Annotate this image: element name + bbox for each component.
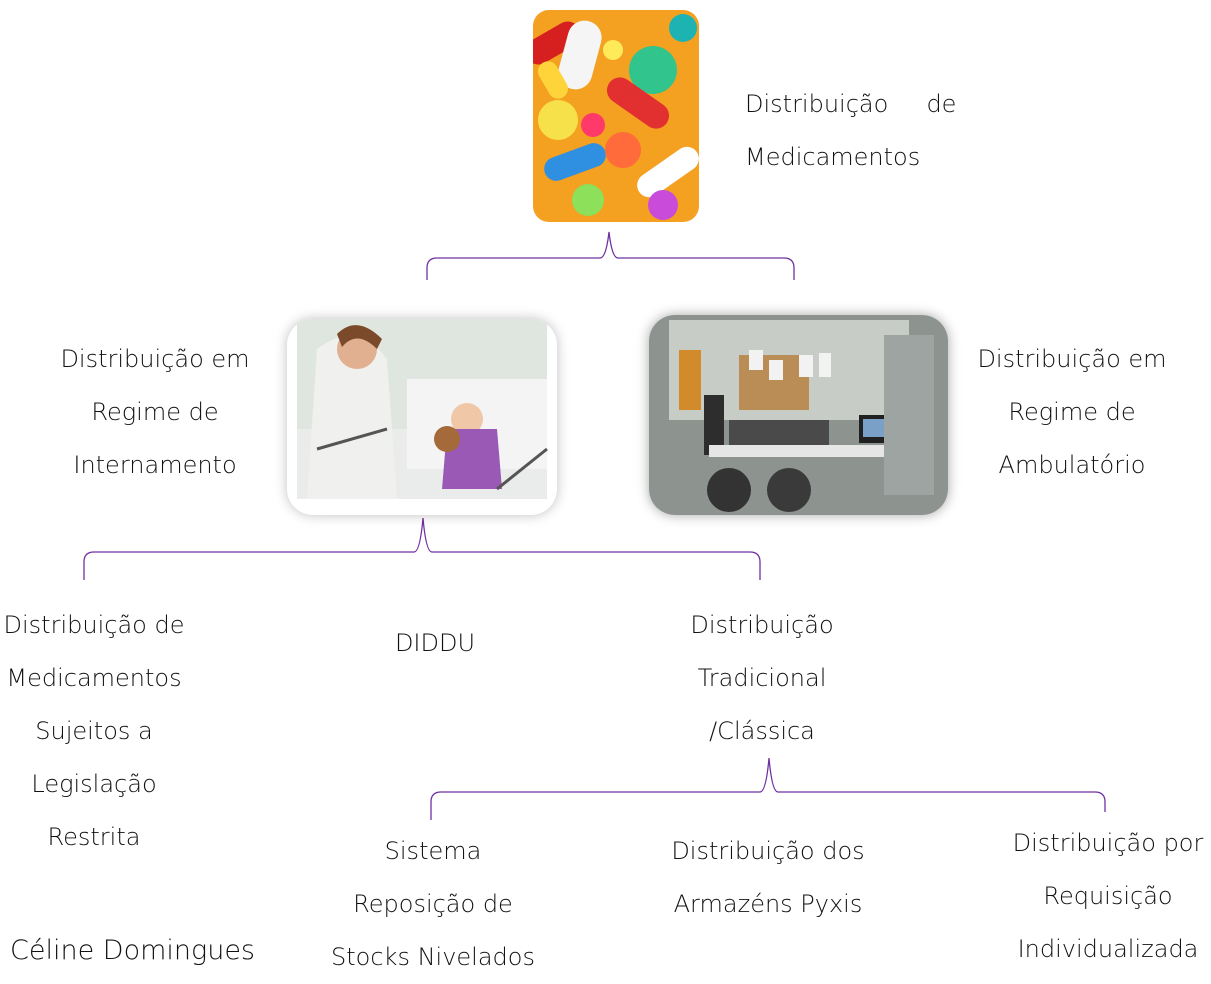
tradicional-label: Distribuição Tradicional /Clássica [690, 611, 834, 745]
legislacao-label: Distribuição de Medicamentos Sujeitos a … [3, 611, 185, 851]
medications-image [533, 10, 699, 222]
ambulatorio-label: Distribuição em Regime de Ambulatório [977, 345, 1167, 479]
internamento-label: Distribuição em Regime de Internamento [60, 345, 250, 479]
diddu-label: DIDDU [394, 629, 476, 657]
bracket-internamento [83, 517, 761, 580]
reposicao-label: Sistema Reposição de Stocks Nivelados [331, 837, 535, 971]
bracket-root [426, 231, 795, 280]
hospital-ward-image [287, 319, 557, 515]
requisicao-label: Distribuição por Requisição Individualiz… [1012, 829, 1204, 963]
root-label: Distribuição de Medicamentos [745, 90, 957, 171]
author-name: Céline Domingues [10, 935, 255, 966]
pyxis-label: Distribuição dos Armazéns Pyxis [671, 837, 865, 918]
pharmacy-office-image [649, 315, 948, 515]
bracket-tradicional [430, 757, 1106, 820]
